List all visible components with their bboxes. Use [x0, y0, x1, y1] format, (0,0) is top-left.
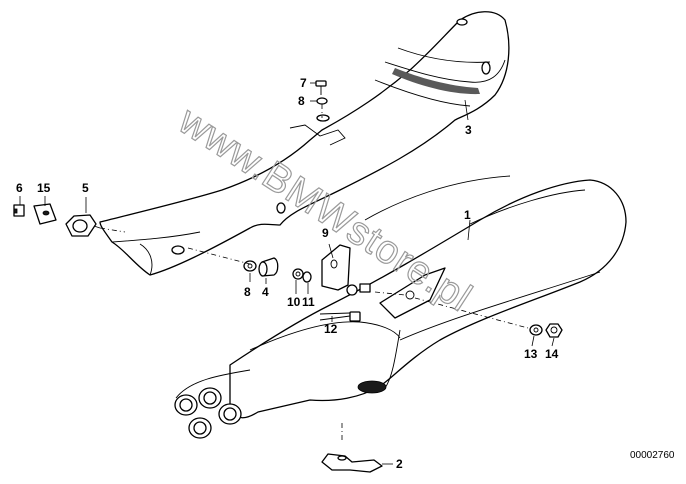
- callout-2: 2: [396, 457, 403, 471]
- heat-shield-part[interactable]: [99, 11, 510, 276]
- fastener-bolt-12[interactable]: [319, 311, 361, 322]
- fastener-spacer-4[interactable]: [258, 257, 279, 277]
- callout-3: 3: [465, 123, 472, 137]
- callout-4: 4: [262, 285, 269, 299]
- callout-12: 12: [324, 322, 338, 336]
- fastener-nut-14[interactable]: [545, 323, 563, 338]
- fastener-nut-5[interactable]: [65, 197, 126, 237]
- fastener-clip-plate-15[interactable]: [33, 203, 57, 225]
- fastener-washer-11[interactable]: [302, 271, 312, 283]
- callout-14: 14: [545, 347, 559, 361]
- callout-13: 13: [524, 347, 538, 361]
- callout-15: 15: [37, 181, 51, 195]
- callout-7: 7: [300, 76, 307, 90]
- callout-10: 10: [287, 295, 301, 309]
- callout-9: 9: [322, 226, 329, 240]
- drawing-number: 00002760: [630, 450, 675, 461]
- fastener-washer-10[interactable]: [292, 268, 304, 280]
- mounting-bracket-part[interactable]: [321, 243, 351, 291]
- fastener-washer-8-top[interactable]: [310, 97, 328, 118]
- fastener-screw-7[interactable]: [310, 80, 327, 95]
- callout-5: 5: [82, 181, 89, 195]
- callout-11: 11: [302, 295, 315, 309]
- fastener-washer-8-left[interactable]: [243, 260, 257, 282]
- rear-silencer-part[interactable]: [174, 175, 627, 439]
- callout-8-top: 8: [298, 94, 305, 108]
- fastener-clip-6[interactable]: [13, 204, 25, 217]
- fastener-washers-right[interactable]: [187, 247, 529, 329]
- callout-6: 6: [16, 181, 23, 195]
- callout-8-left: 8: [244, 285, 251, 299]
- leader-lines: [19, 99, 555, 347]
- fastener-washer-13[interactable]: [529, 324, 543, 336]
- callout-1: 1: [464, 208, 471, 222]
- clamp-bracket-part[interactable]: [321, 420, 393, 473]
